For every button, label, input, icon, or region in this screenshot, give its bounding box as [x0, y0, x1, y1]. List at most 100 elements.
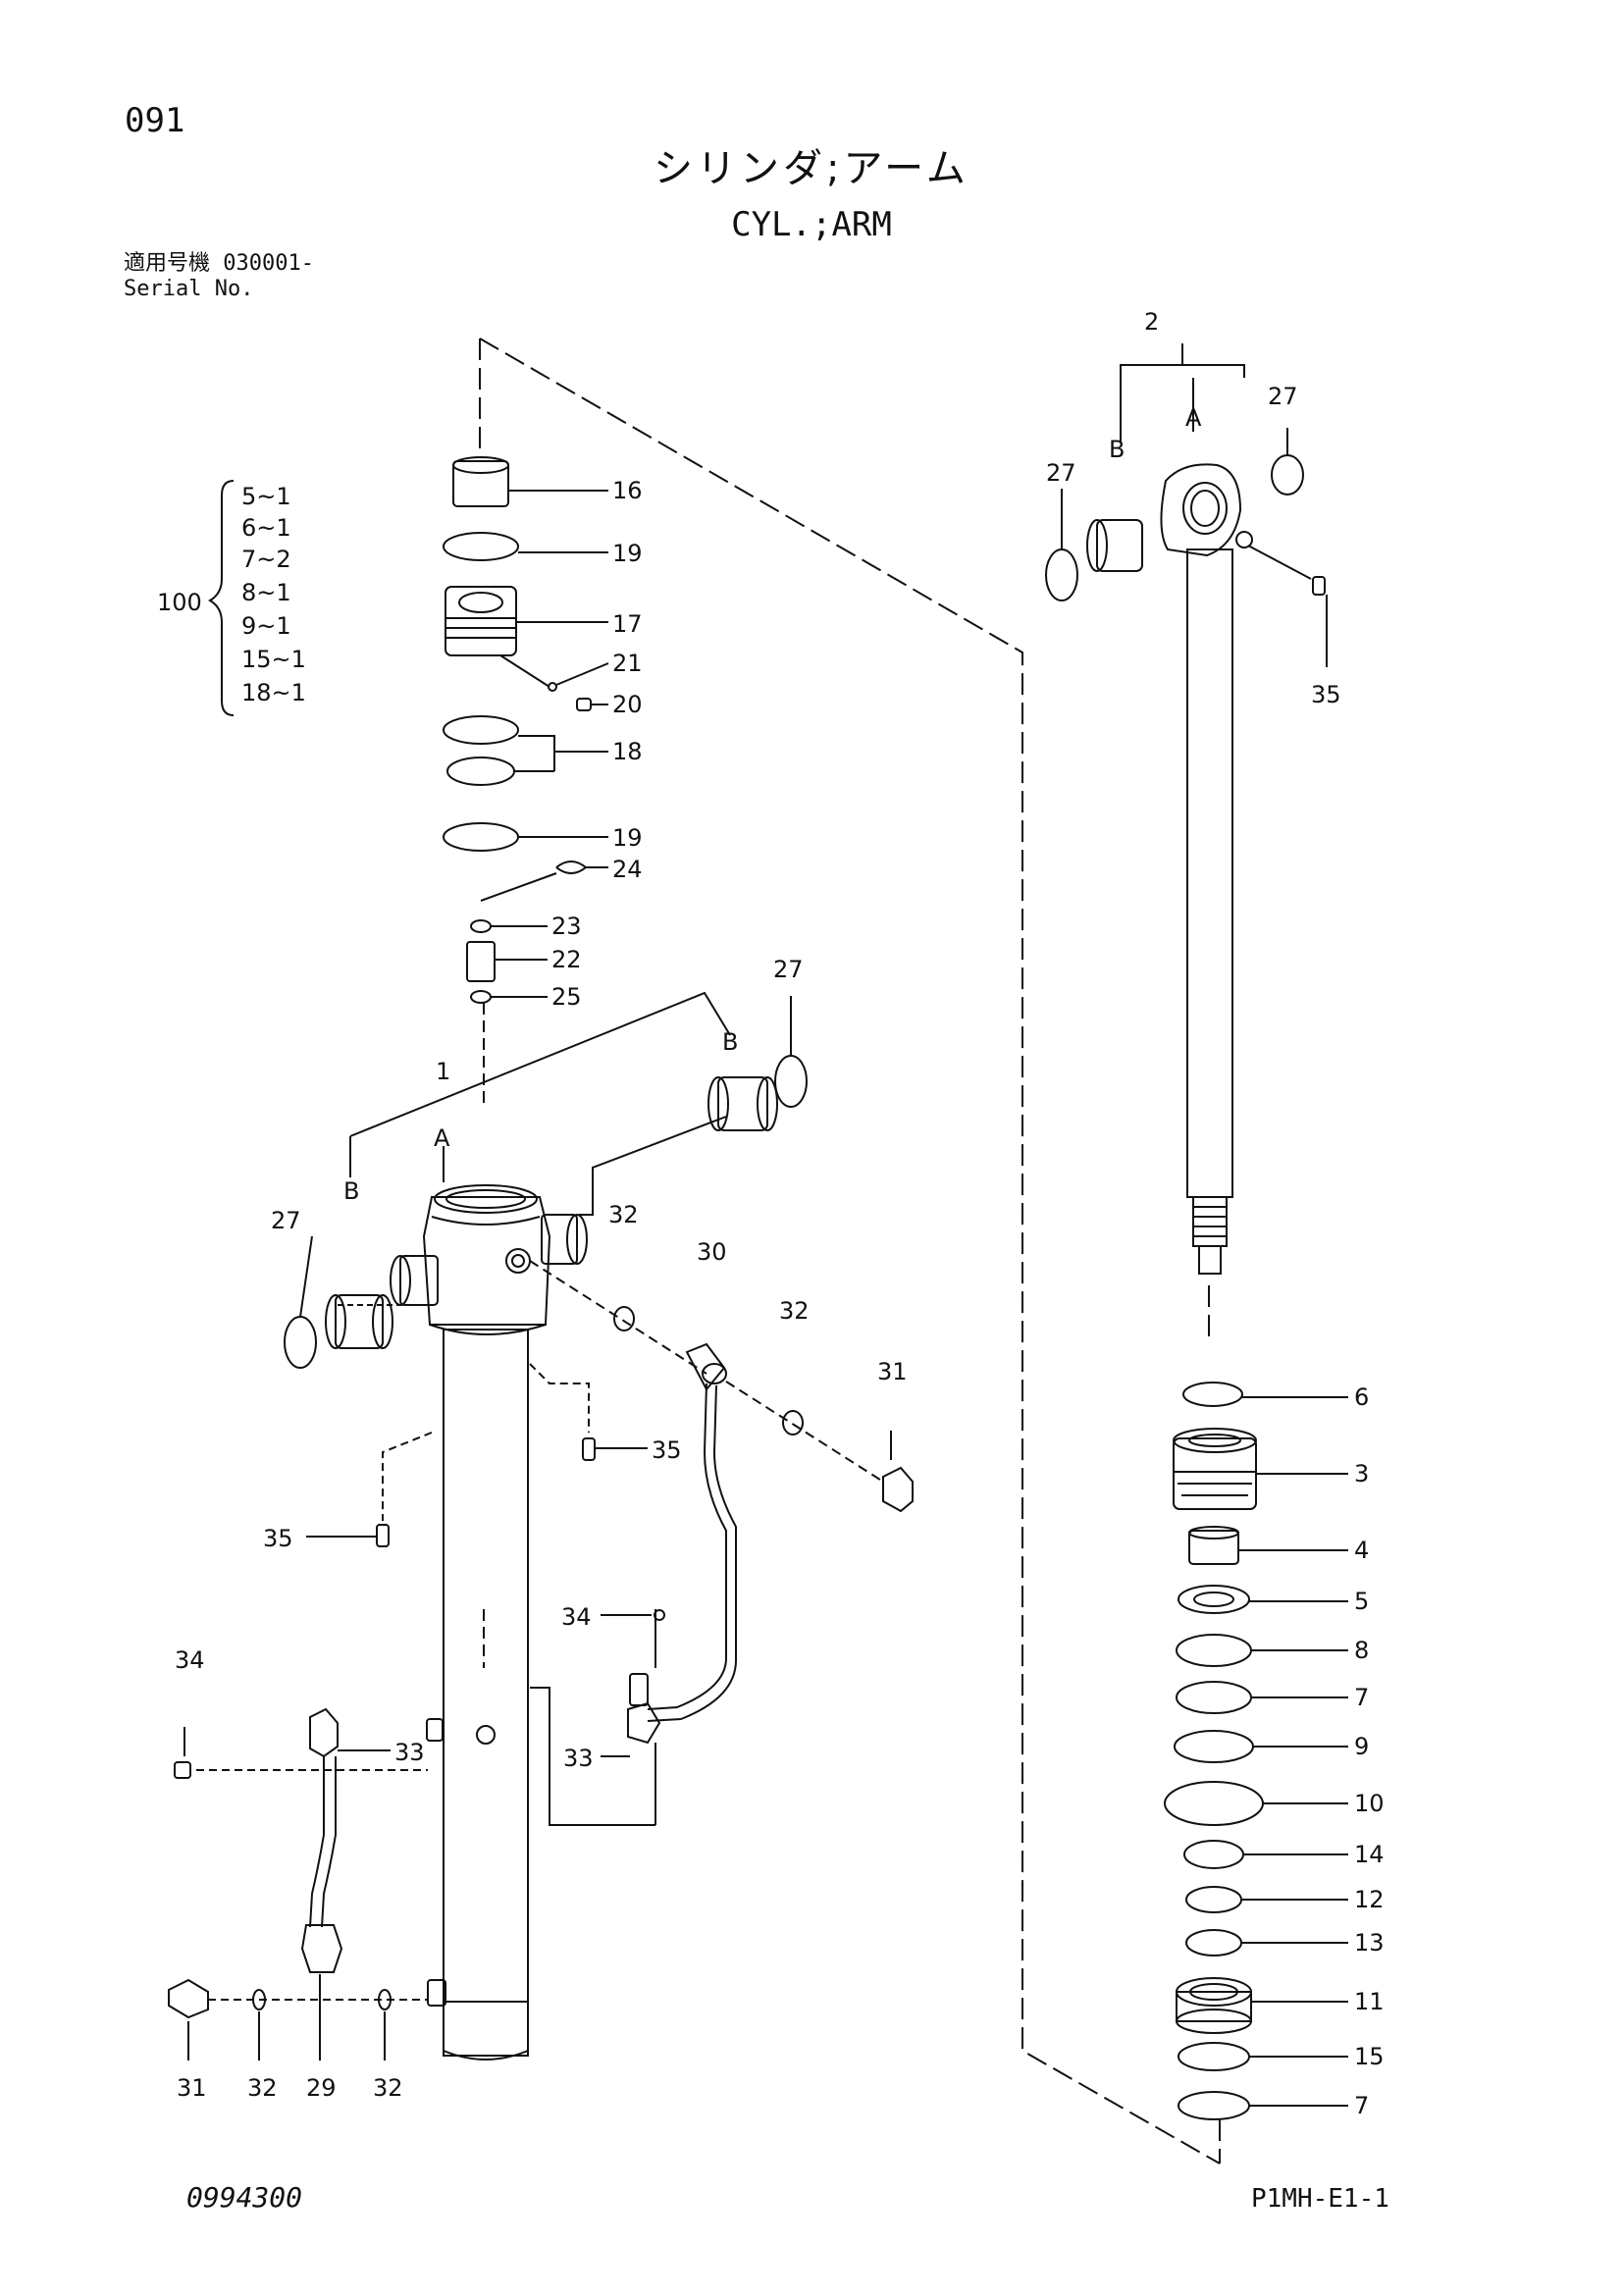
callout: 13: [1354, 1929, 1385, 1957]
callout: 6: [1354, 1383, 1369, 1411]
pin-24: [555, 861, 588, 874]
kit-item: 8~1: [241, 579, 291, 606]
ring-19-lower: [443, 822, 519, 852]
spacer-22: [466, 941, 496, 982]
callout: 34: [561, 1603, 592, 1631]
callout: 32: [779, 1297, 810, 1325]
rod-head-parts: [443, 456, 609, 1004]
callout: 16: [612, 477, 643, 504]
callout: 8: [1354, 1637, 1369, 1664]
assembly-boundary: [479, 338, 1221, 2165]
piston-parts: [1164, 1382, 1348, 2120]
o-ring-32-right: [378, 1989, 392, 2010]
kit-item: 18~1: [241, 679, 306, 706]
seal-18b: [446, 757, 515, 786]
cylinder-tube: [390, 1184, 588, 2061]
callout: 19: [612, 824, 643, 852]
callout: 4: [1354, 1537, 1369, 1564]
o-ring-32b: [782, 1410, 804, 1435]
serial-label-japanese: 適用号機 030001-: [124, 251, 314, 276]
piston-3: [1173, 1428, 1348, 1510]
callout: 22: [551, 946, 582, 973]
callout: 32: [608, 1201, 639, 1228]
callout-labels: 16 19 17 21 20 18 19 24 23 22 25 27 27 2…: [175, 308, 1385, 2119]
callout: 19: [612, 540, 643, 567]
title-english: CYL.;ARM: [731, 205, 892, 244]
callout-letter: B: [1109, 436, 1125, 463]
callout: 24: [612, 856, 643, 883]
callout: 20: [612, 691, 643, 718]
callout: 35: [1311, 681, 1341, 708]
pipe-assembly-left: [168, 1707, 428, 2061]
callout: 3: [1354, 1460, 1369, 1487]
title-japanese: シリンダ;アーム: [654, 146, 969, 191]
drawing-code: 0994300: [186, 2181, 303, 2214]
pipe-assembly-right: [306, 1260, 914, 1826]
callout: 29: [306, 2074, 337, 2102]
callout: 12: [1354, 1886, 1385, 1913]
grease-fitting-35: [1312, 576, 1326, 596]
ring-12: [1185, 1886, 1242, 1913]
page-number: 091: [125, 101, 185, 140]
seal-27-right: [1271, 454, 1304, 496]
kit-item: 6~1: [241, 514, 291, 542]
screw-34-left: [174, 1761, 191, 1779]
gland-17: [445, 586, 609, 711]
washer-25: [470, 990, 492, 1004]
bushing-16: [452, 456, 608, 507]
callout: 35: [652, 1436, 682, 1464]
ring-7a: [1176, 1681, 1252, 1714]
kit-item: 7~2: [241, 546, 291, 573]
seal-5: [1178, 1585, 1250, 1614]
callout: 23: [551, 913, 582, 940]
callout: 27: [1046, 459, 1076, 487]
callout: 27: [773, 956, 804, 983]
callout: 32: [247, 2074, 278, 2102]
callout: 7: [1354, 2092, 1369, 2119]
callout: 27: [271, 1207, 301, 1234]
elbow-29: [300, 1924, 343, 1973]
piston-rod: [1045, 343, 1328, 1275]
callout-letter: B: [343, 1177, 359, 1205]
o-ring-32: [613, 1306, 635, 1331]
callout: 14: [1354, 1841, 1385, 1868]
callout: 35: [263, 1525, 293, 1552]
callout: 18: [612, 738, 643, 765]
callout: 27: [1268, 383, 1298, 410]
callout: 11: [1354, 1988, 1385, 2015]
seal-27-left: [1045, 548, 1078, 601]
kit-item: 9~1: [241, 612, 291, 640]
ring-9: [1174, 1730, 1254, 1763]
callout: 33: [394, 1739, 425, 1766]
seal-18a: [443, 715, 519, 745]
plug-31: [882, 1466, 914, 1513]
callout: 32: [373, 2074, 403, 2102]
callout: 21: [612, 650, 643, 677]
callout: 34: [175, 1646, 205, 1674]
bushing-4: [1188, 1530, 1239, 1565]
callout: 2: [1144, 308, 1159, 336]
callout: 15: [1354, 2043, 1385, 2070]
washer-23: [470, 919, 492, 933]
callout: 30: [697, 1238, 727, 1266]
callout: 25: [551, 983, 582, 1011]
kit-label: 100: [157, 589, 202, 616]
callout: 31: [877, 1358, 908, 1385]
kit-bracket: 100 5~1 6~1 7~2 8~1 9~1 15~1 18~1: [157, 480, 306, 716]
callout-letter: B: [722, 1028, 738, 1056]
callout: 9: [1354, 1733, 1369, 1760]
ring-15: [1178, 2042, 1250, 2071]
callout: 33: [563, 1745, 594, 1772]
ring-13: [1185, 1929, 1242, 1957]
callout-letter: A: [434, 1124, 450, 1152]
callout-letter: A: [1185, 404, 1202, 432]
callout: 1: [436, 1058, 450, 1085]
ring-10: [1164, 1781, 1264, 1826]
plug-31-left: [168, 1978, 209, 2019]
callout: 17: [612, 610, 643, 638]
ring-14: [1183, 1840, 1244, 1869]
nut-11: [1176, 1977, 1348, 2034]
ring-19-upper: [443, 532, 519, 561]
callout: 10: [1354, 1790, 1385, 1817]
